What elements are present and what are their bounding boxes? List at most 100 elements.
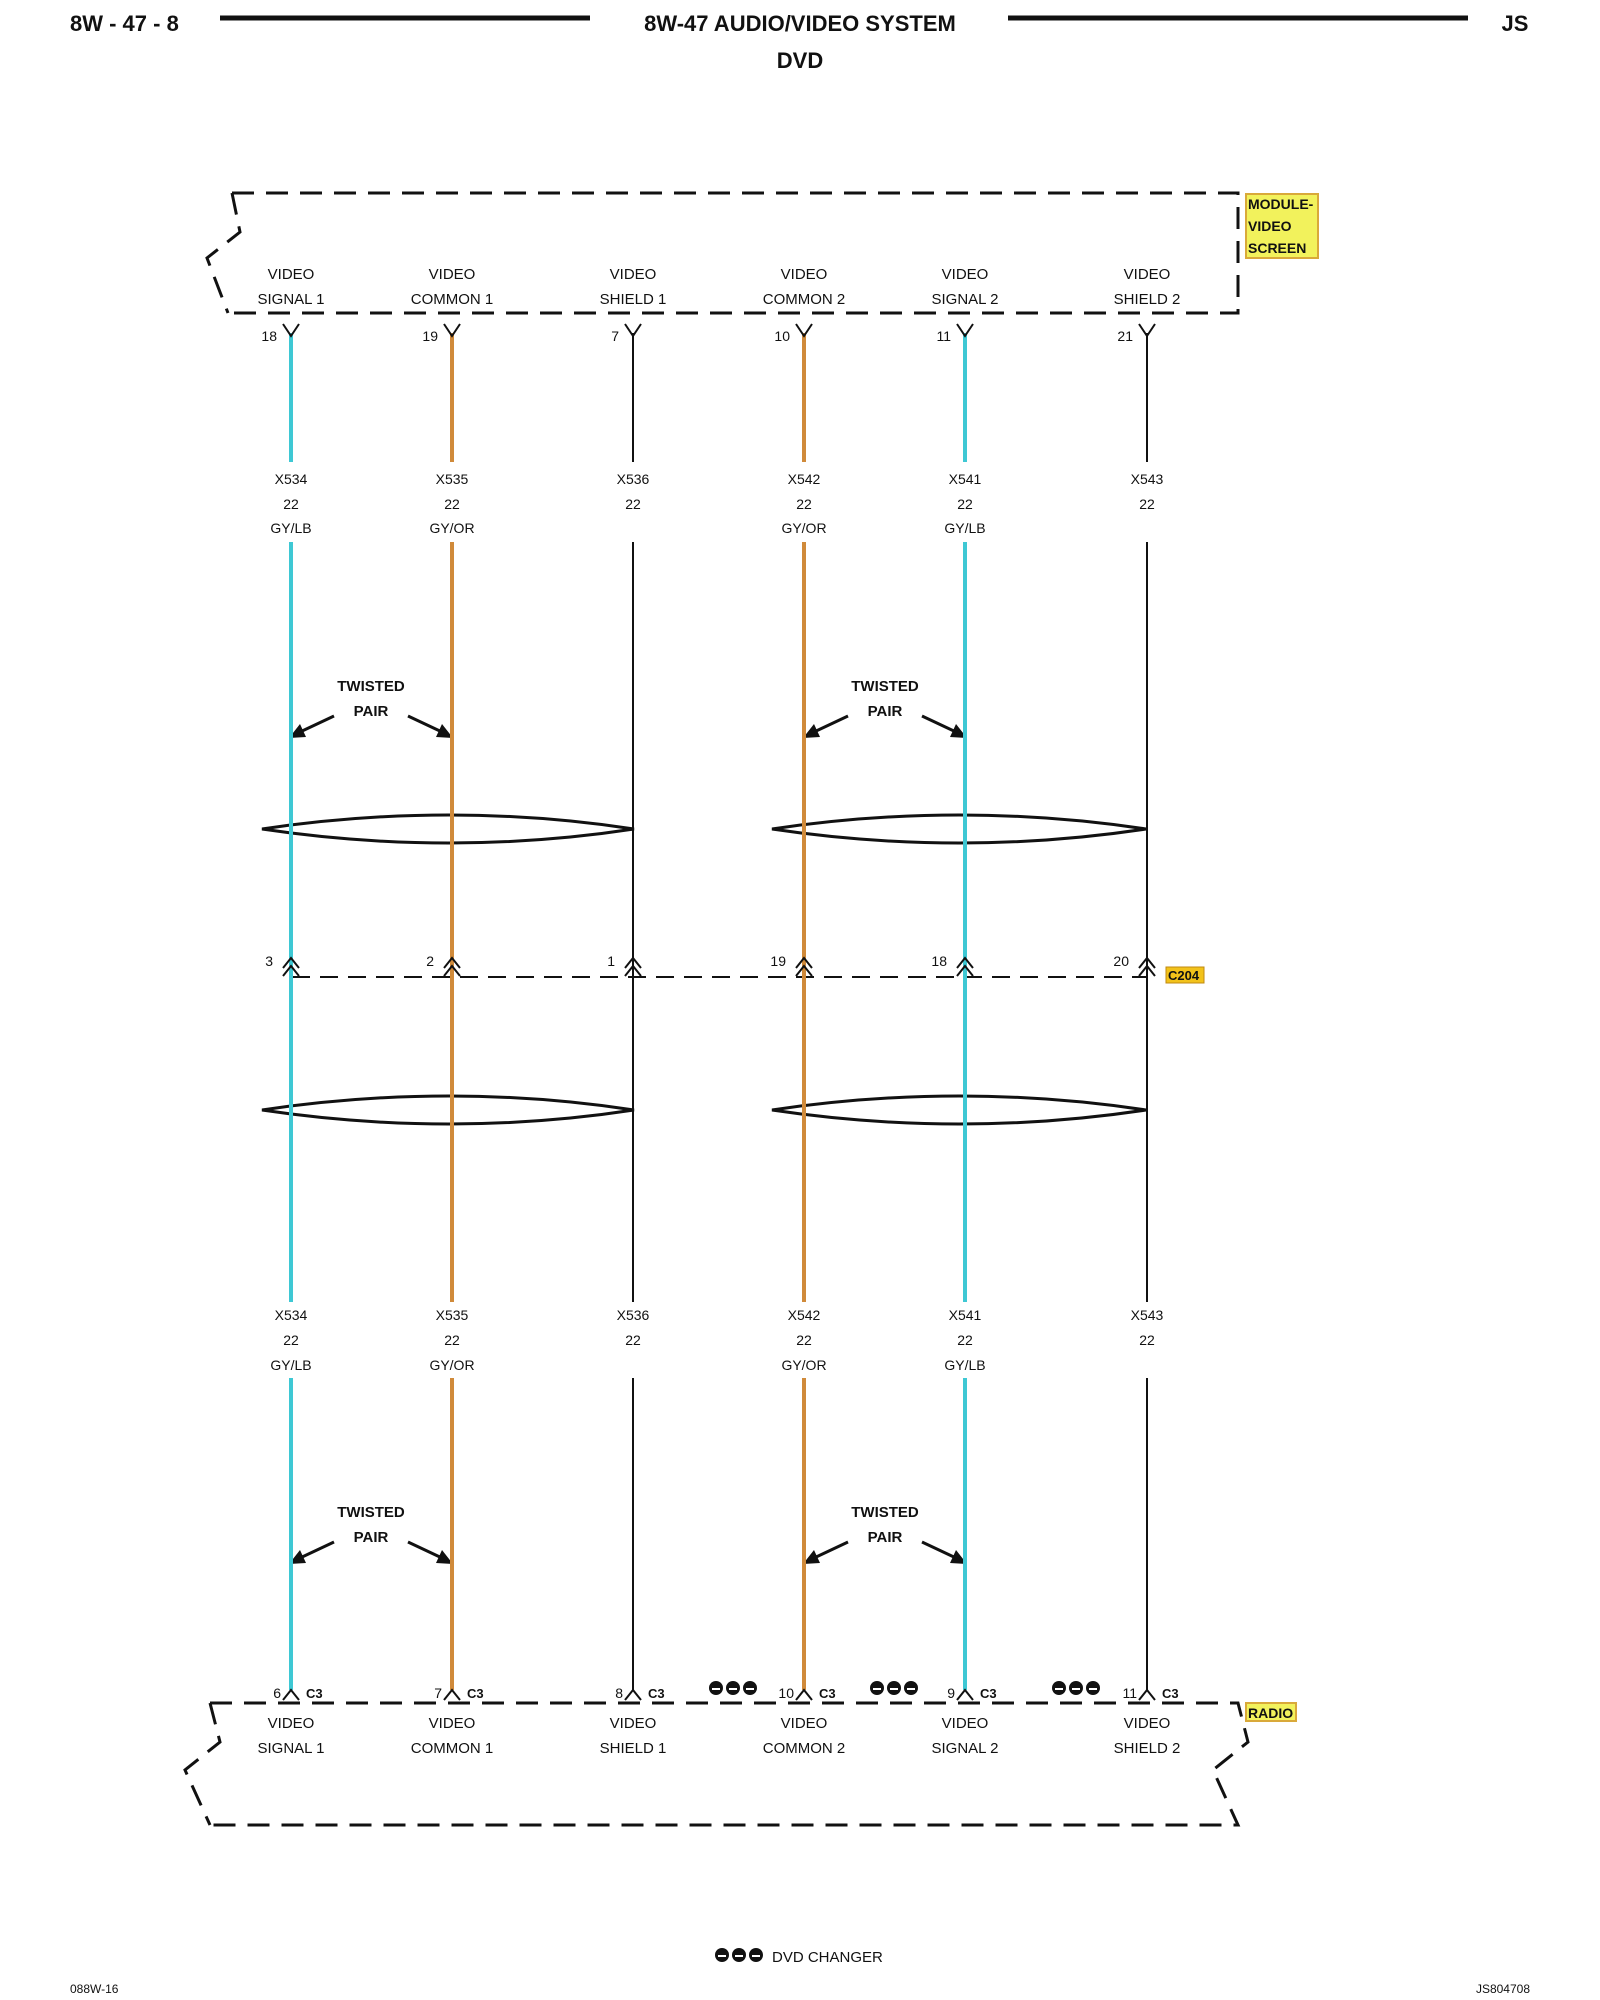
dvd-changer-marker (1052, 1681, 1100, 1695)
bottom-pin-label: VIDEO (429, 1715, 476, 1732)
circuit-id: X543 (1131, 1307, 1164, 1323)
bottom-pin-label: VIDEO (268, 1715, 315, 1732)
svg-text:TWISTED: TWISTED (337, 678, 405, 695)
wire-gauge: 22 (1139, 1332, 1155, 1348)
top-pin-label: VIDEO (429, 266, 476, 283)
wire-color: GY/OR (781, 520, 826, 536)
bottom-connector-name: C3 (648, 1686, 665, 1701)
module-video-screen-box: MODULE- VIDEO SCREEN (205, 191, 1319, 315)
svg-text:TWISTED: TWISTED (851, 678, 919, 695)
wire-color: GY/LB (944, 520, 985, 536)
wire-gauge: 22 (957, 1332, 973, 1348)
top-pin-number: 18 (261, 328, 277, 344)
wire-gauge: 22 (283, 1332, 299, 1348)
top-pin-label: VIDEO (781, 266, 828, 283)
top-pin-number: 11 (936, 328, 951, 344)
bottom-terminal (956, 1688, 974, 1701)
radio-label: RADIO (1248, 1705, 1293, 1721)
wire-gauge: 22 (1139, 496, 1155, 512)
bottom-terminal (795, 1688, 813, 1701)
top-pin-label: VIDEO (942, 266, 989, 283)
wire-color: GY/OR (429, 1357, 474, 1373)
top-pin-label: COMMON 2 (763, 291, 846, 308)
circuit-id: X535 (436, 1307, 469, 1323)
bottom-pin-label: SIGNAL 1 (258, 1740, 325, 1757)
top-pin-number: 21 (1117, 328, 1133, 344)
bottom-pin-label: VIDEO (610, 1715, 657, 1732)
model-code: JS (1502, 11, 1529, 36)
circuit-id: X534 (275, 471, 308, 487)
wire-color: GY/LB (270, 520, 311, 536)
top-terminal (624, 323, 642, 338)
bottom-pin-label: VIDEO (942, 1715, 989, 1732)
c204-pin-number: 18 (931, 953, 947, 969)
c204-chevron (282, 956, 300, 977)
radio-box: RADIO (183, 1701, 1297, 1827)
bottom-pin-label: SHIELD 2 (1114, 1740, 1181, 1757)
top-terminal (795, 323, 813, 338)
top-terminal (1138, 323, 1156, 338)
circuit-id: X541 (949, 471, 982, 487)
bottom-terminal (282, 1688, 300, 1701)
dvd-changer-legend-dots (715, 1948, 763, 1962)
top-pin-number: 7 (611, 328, 619, 344)
legend: DVD CHANGER (715, 1948, 883, 1966)
top-pin-label: VIDEO (1124, 266, 1171, 283)
c204-chevron (795, 956, 813, 977)
twisted-pair-callout-2: TWISTED PAIR (803, 678, 967, 738)
dvd-changer-marker (870, 1681, 918, 1695)
top-pin-label: SIGNAL 1 (258, 291, 325, 308)
top-terminal (956, 323, 974, 338)
bottom-terminal (624, 1688, 642, 1701)
bottom-connector-name: C3 (980, 1686, 997, 1701)
bottom-terminal (1138, 1688, 1156, 1701)
circuit-id: X535 (436, 471, 469, 487)
c204-chevron (956, 956, 974, 977)
svg-text:PAIR: PAIR (868, 1529, 903, 1546)
bottom-connector-name: C3 (1162, 1686, 1179, 1701)
circuit-id: X534 (275, 1307, 308, 1323)
c204-pin-number: 19 (770, 953, 786, 969)
c204-chevron (443, 956, 461, 977)
top-pin-label: SIGNAL 2 (932, 291, 999, 308)
circuit-id: X542 (788, 471, 821, 487)
module-label-line-1: MODULE- (1248, 196, 1314, 212)
circuit-id: X543 (1131, 471, 1164, 487)
bottom-pin-number: 8 (615, 1685, 623, 1701)
twisted-pair-ellipses (261, 813, 1147, 1126)
circuit-id: X536 (617, 471, 650, 487)
module-label-line-3: SCREEN (1248, 240, 1306, 256)
page-title: 8W-47 AUDIO/VIDEO SYSTEM (644, 11, 956, 36)
page-header: 8W - 47 - 8 8W-47 AUDIO/VIDEO SYSTEM JS … (70, 11, 1528, 73)
c204-label: C204 (1168, 968, 1200, 983)
bottom-pin-label: VIDEO (1124, 1715, 1171, 1732)
page-code: 8W - 47 - 8 (70, 11, 179, 36)
bottom-connector-name: C3 (306, 1686, 323, 1701)
c204-chevron (1138, 956, 1156, 977)
top-pin-label: SHIELD 2 (1114, 291, 1181, 308)
svg-text:PAIR: PAIR (354, 703, 389, 720)
wire-color: GY/OR (429, 520, 474, 536)
top-pin-label: SHIELD 1 (600, 291, 667, 308)
page-subtitle: DVD (777, 48, 823, 73)
dvd-changer-symbol (715, 1948, 763, 1962)
module-label-highlight (1245, 193, 1319, 259)
wire-gauge: 22 (625, 1332, 641, 1348)
circuit-id: X536 (617, 1307, 650, 1323)
wire-color: GY/OR (781, 1357, 826, 1373)
twisted-pair-callout-1: TWISTED PAIR (289, 678, 453, 738)
bottom-connector-name: C3 (467, 1686, 484, 1701)
bottom-pin-number: 6 (273, 1685, 281, 1701)
footer-left: 088W-16 (70, 1982, 119, 1996)
wire-gauge: 22 (796, 1332, 812, 1348)
c204-pin-number: 1 (607, 953, 615, 969)
svg-text:PAIR: PAIR (868, 703, 903, 720)
top-pin-label: VIDEO (610, 266, 657, 283)
wire-color: GY/LB (270, 1357, 311, 1373)
top-terminal (282, 323, 300, 338)
wire-gauge: 22 (625, 496, 641, 512)
top-terminal (443, 323, 461, 338)
bottom-pin-label: VIDEO (781, 1715, 828, 1732)
bottom-pin-label: COMMON 1 (411, 1740, 494, 1757)
